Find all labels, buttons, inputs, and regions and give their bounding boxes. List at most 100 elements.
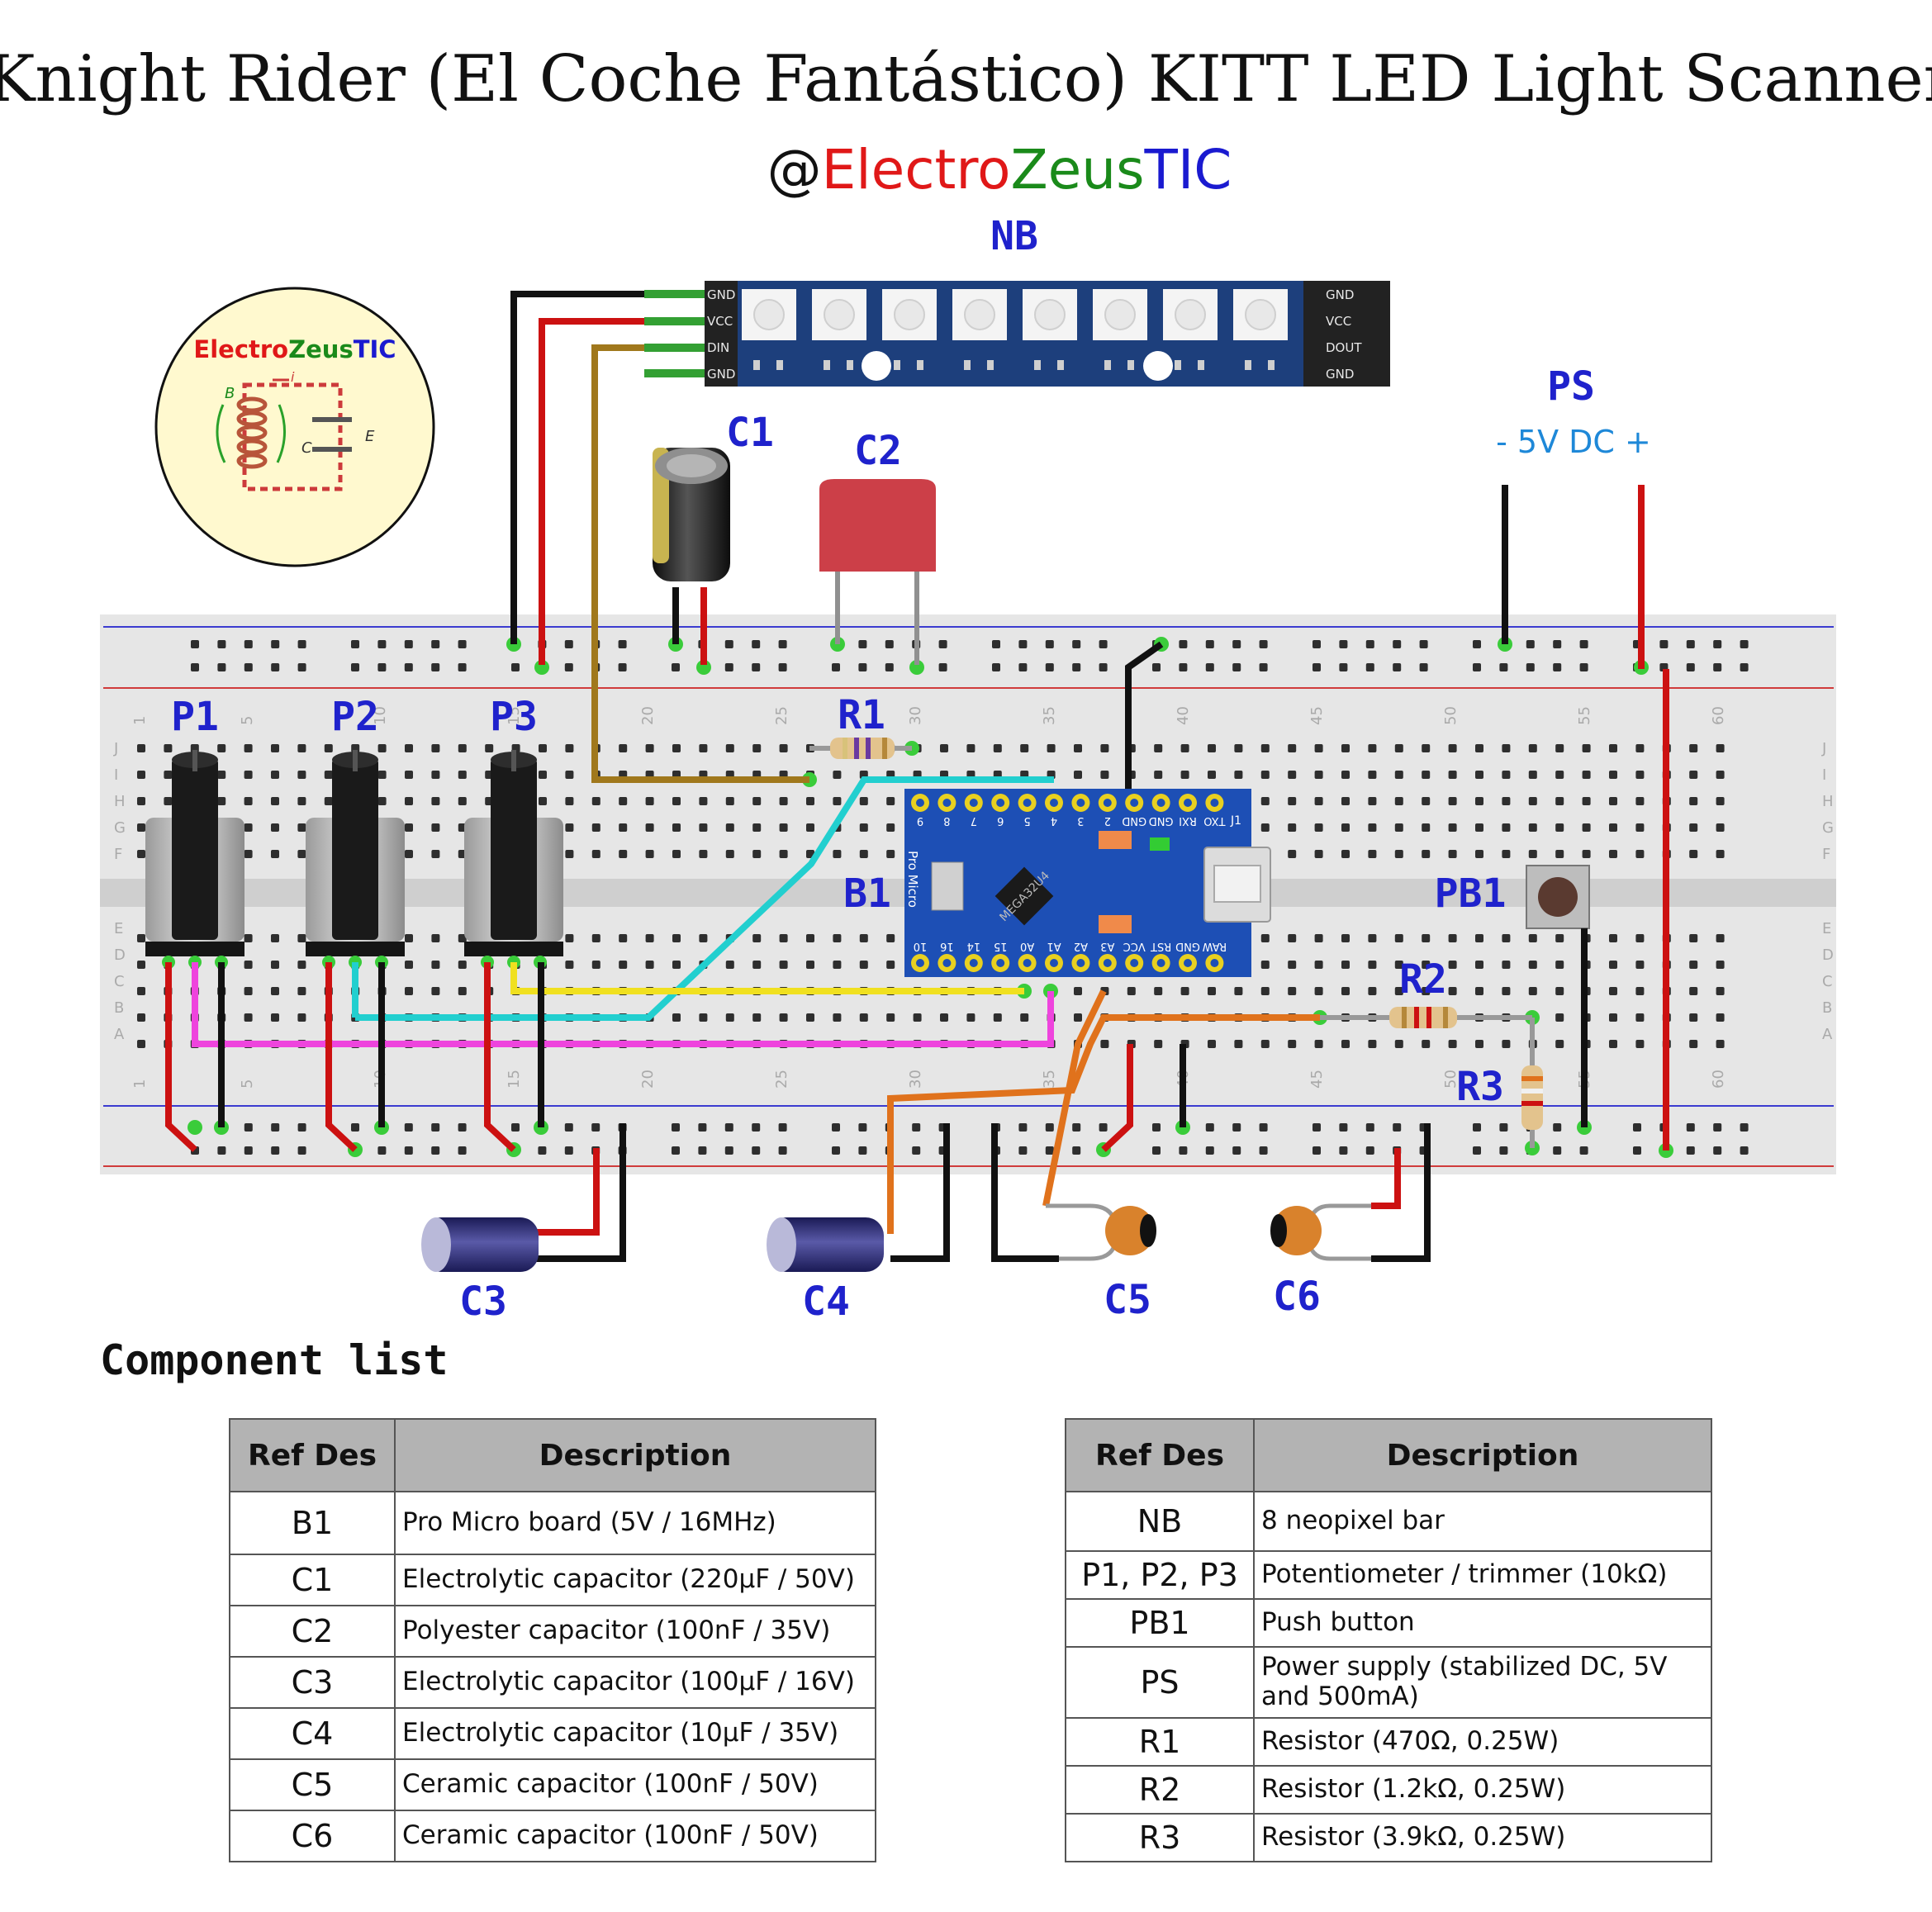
ref-cell: C4 <box>229 1707 396 1760</box>
board-pin-label: 3 <box>1077 814 1084 827</box>
column-header-ref: Ref Des <box>1065 1418 1255 1492</box>
column-header-ref: Ref Des <box>229 1418 396 1492</box>
table-row: NB 8 neopixel bar <box>1065 1491 1712 1552</box>
resistor-r1 <box>809 738 912 759</box>
wire-orange <box>887 989 1320 1234</box>
board-pin-label: 8 <box>943 814 950 827</box>
wire-yellow <box>510 962 1024 994</box>
component-list-heading: Component list <box>100 1336 449 1384</box>
board-pin-label: 9 <box>917 814 923 827</box>
description-cell: Resistor (470Ω, 0.25W) <box>1253 1717 1712 1767</box>
col-number-top: 50 <box>1442 706 1460 725</box>
table-row: B1 Pro Micro board (5V / 16MHz) <box>229 1491 876 1555</box>
wire-gnd-lower <box>529 1044 1431 1262</box>
description-cell: Electrolytic capacitor (100µF / 16V) <box>394 1656 876 1709</box>
label-ps-voltage: - 5V DC + <box>1496 424 1651 460</box>
col-number-top: 55 <box>1576 706 1593 725</box>
label-r3: R3 <box>1456 1064 1504 1110</box>
svg-text:B: B <box>225 385 235 402</box>
board-pin-label: 7 <box>971 814 977 827</box>
board-side-text: Pro Micro <box>905 851 920 908</box>
label-c1: C1 <box>726 410 774 456</box>
row-letter: D <box>114 947 126 964</box>
board-pin-label: 5 <box>1023 814 1030 827</box>
table-row: PB1 Push button <box>1065 1598 1712 1648</box>
row-letter: H <box>1822 793 1834 810</box>
wire-nb-vcc <box>539 318 644 665</box>
capacitor-c1 <box>653 448 730 665</box>
label-c3: C3 <box>459 1279 507 1325</box>
svg-text:E: E <box>365 428 375 445</box>
wire-pot-red <box>165 962 516 1152</box>
description-cell: 8 neopixel bar <box>1253 1491 1712 1552</box>
capacitor-c6 <box>1270 1203 1371 1261</box>
ref-cell: R3 <box>1065 1813 1255 1862</box>
col-number-top: 45 <box>1308 706 1326 725</box>
description-cell: Ceramic capacitor (100nF / 50V) <box>394 1810 876 1862</box>
label-r2: R2 <box>1399 956 1447 1003</box>
column-header-description: Description <box>394 1418 876 1492</box>
label-nb: NB <box>990 213 1038 259</box>
neopixel-led-row <box>742 289 1288 340</box>
row-letter: E <box>1822 920 1831 937</box>
row-letter: J <box>1821 740 1826 757</box>
nb-pin-left-3: DIN <box>707 340 729 355</box>
svg-text:i: i <box>291 369 295 385</box>
description-cell: Power supply (stabilized DC, 5V and 500m… <box>1253 1646 1712 1719</box>
row-letter: D <box>1822 947 1834 964</box>
table-row: C6 Ceramic capacitor (100nF / 50V) <box>229 1810 876 1862</box>
col-number-bottom: 1 <box>131 1079 149 1089</box>
board-pin-label: 16 <box>940 940 954 952</box>
board-pin-label: VCC <box>1123 940 1146 952</box>
board-pin-label: 6 <box>997 814 1004 827</box>
row-letter: H <box>114 793 126 810</box>
table-row: R3 Resistor (3.9kΩ, 0.25W) <box>1065 1813 1712 1862</box>
resistor-r3 <box>1521 1018 1543 1148</box>
col-number-bottom: 30 <box>907 1070 924 1089</box>
col-number-bottom: 35 <box>1041 1070 1058 1089</box>
row-letter: B <box>114 999 124 1017</box>
board-pin-label: 14 <box>967 940 981 952</box>
nb-pin-right-3: DOUT <box>1326 340 1362 355</box>
ref-cell: C2 <box>229 1605 396 1658</box>
row-letter: C <box>114 973 125 990</box>
col-number-top: 15 <box>506 706 523 725</box>
wire-pot-black <box>218 962 544 1127</box>
description-cell: Push button <box>1253 1598 1712 1648</box>
label-ps: PS <box>1547 363 1595 410</box>
board-pin-label: 4 <box>1051 814 1057 827</box>
col-number-top: 1 <box>131 716 149 725</box>
label-r1: R1 <box>838 692 885 738</box>
board-pin-label: RXI <box>1179 814 1197 827</box>
svg-text:C: C <box>301 439 312 457</box>
table-row: P1, P2, P3 Potentiometer / trimmer (10kΩ… <box>1065 1550 1712 1600</box>
label-p2: P2 <box>331 694 379 740</box>
col-number-bottom: 15 <box>506 1070 523 1089</box>
label-p3: P3 <box>490 694 538 740</box>
col-number-bottom: 45 <box>1308 1070 1326 1089</box>
board-pin-label: RAW <box>1202 940 1227 952</box>
ref-cell: C1 <box>229 1554 396 1606</box>
board-j1: J1 <box>1230 814 1241 828</box>
wire-magenta <box>192 962 1054 1047</box>
resistor-r2 <box>1320 1007 1532 1028</box>
row-letter: G <box>114 819 126 837</box>
row-letter: I <box>114 766 118 784</box>
row-letter: A <box>114 1026 125 1043</box>
board-pin-label: TXO <box>1203 814 1226 827</box>
ref-cell: PS <box>1065 1646 1255 1719</box>
capacitor-c5 <box>1046 1203 1156 1261</box>
capacitor-c3 <box>421 1217 539 1272</box>
row-letter: F <box>114 846 122 863</box>
nb-pin-right-2: VCC <box>1326 314 1351 329</box>
description-cell: Electrolytic capacitor (220µF / 50V) <box>394 1554 876 1606</box>
description-cell: Resistor (1.2kΩ, 0.25W) <box>1253 1765 1712 1815</box>
board-pin-label: 15 <box>994 940 1008 952</box>
neopixel-bar: GND VCC DIN GND GND VCC DOUT GND <box>644 281 1390 387</box>
label-c6: C6 <box>1273 1274 1321 1320</box>
label-p1: P1 <box>171 694 219 740</box>
nb-pin-left-2: VCC <box>707 314 733 329</box>
row-letter: C <box>1822 973 1833 990</box>
page-title: Knight Rider (El Coche Fantástico) KITT … <box>0 42 1932 116</box>
table-row: C2 Polyester capacitor (100nF / 35V) <box>229 1605 876 1658</box>
